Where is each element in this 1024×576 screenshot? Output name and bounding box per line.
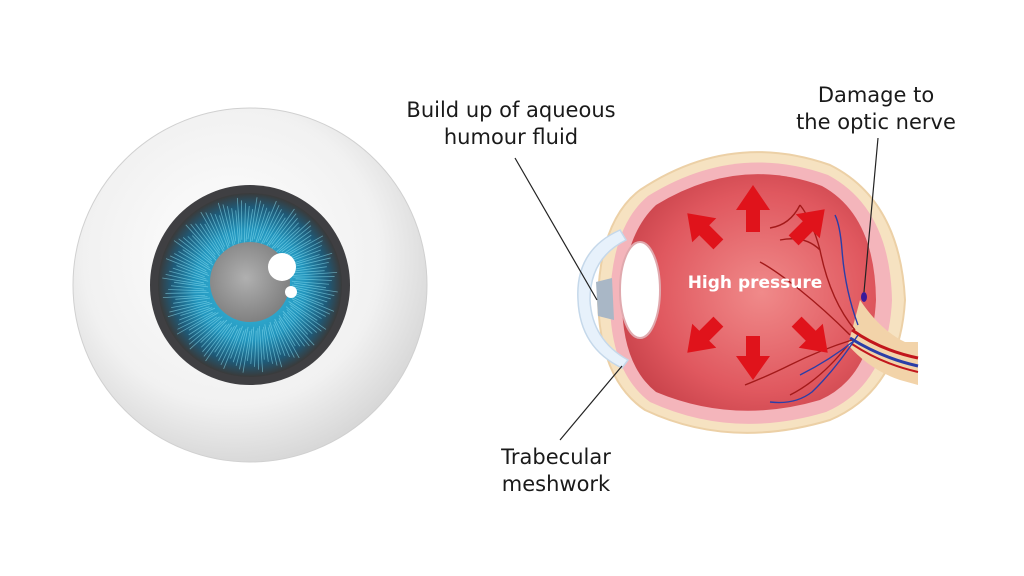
label-aqueous-line2: humour fluid: [396, 124, 626, 151]
label-trabecular-line2: meshwork: [486, 471, 626, 498]
label-optic-line1: Damage to: [786, 82, 966, 109]
label-high-pressure: High pressure: [680, 273, 830, 293]
label-trabecular-line1: Trabecular: [486, 444, 626, 471]
label-trabecular-meshwork: Trabecular meshwork: [486, 444, 626, 498]
leader-line-trabecular: [560, 366, 622, 440]
iris-section-top: [596, 278, 614, 320]
label-aqueous-humour: Build up of aqueous humour fluid: [396, 97, 626, 151]
label-optic-nerve: Damage to the optic nerve: [786, 82, 966, 136]
optic-disc-damage: [861, 292, 867, 302]
pupil-highlight-large: [268, 253, 296, 281]
leader-line-aqueous: [515, 158, 597, 300]
lens: [620, 242, 660, 338]
label-aqueous-line1: Build up of aqueous: [396, 97, 626, 124]
label-optic-line2: the optic nerve: [786, 109, 966, 136]
pupil-highlight-small: [285, 286, 297, 298]
